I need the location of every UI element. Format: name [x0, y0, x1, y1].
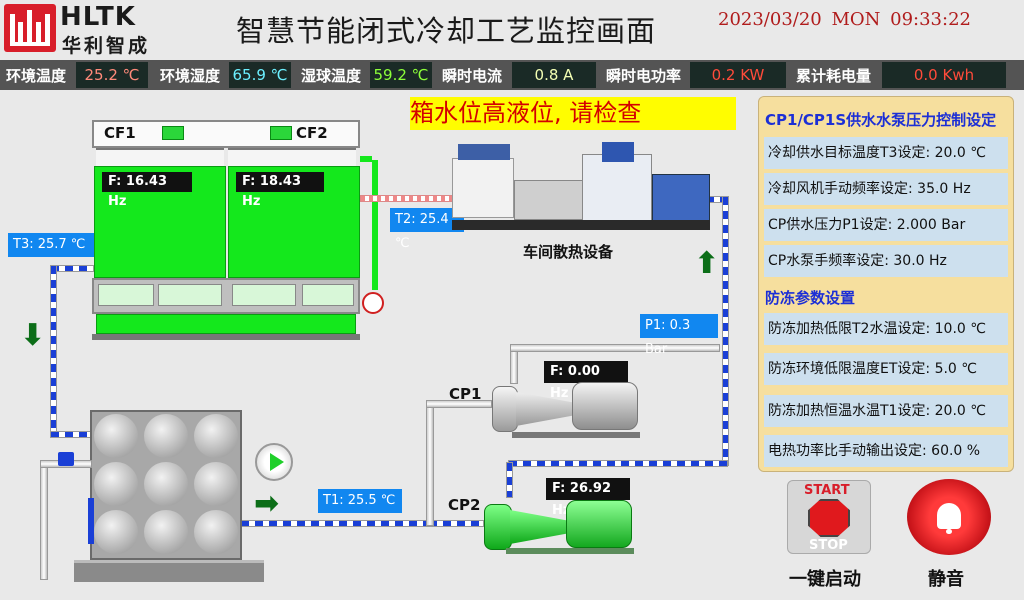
- mute-button[interactable]: [907, 479, 991, 555]
- start-text: START: [804, 483, 850, 498]
- energy-label: 累计耗电量: [796, 67, 872, 85]
- energy-value: 0.0 Kwh: [882, 62, 1006, 88]
- logo-subtext: 华利智成: [62, 35, 151, 57]
- equipment-label: 车间散热设备: [523, 243, 614, 261]
- cf2-label: CF2: [296, 124, 328, 142]
- cf1-frequency: F: 16.43 Hz: [102, 172, 192, 209]
- stop-text: STOP: [809, 538, 848, 553]
- current-value: 0.8 A: [512, 62, 596, 88]
- t3-temperature: T3: 25.7 ℃: [8, 233, 94, 257]
- start-button-label: 一键启动: [789, 569, 861, 590]
- pump-cp1: [492, 378, 642, 440]
- parameter-panel: CP1/CP1S供水水泵压力控制设定 冷却供水目标温度T3设定: 20.0 ℃ …: [758, 96, 1014, 472]
- pipe-segment: [508, 460, 728, 467]
- alarm-banner: 箱水位高液位, 请检查: [410, 97, 736, 130]
- cp2-frequency: F: 26.92 Hz: [546, 478, 630, 518]
- panel-header-antifreeze: 防冻参数设置: [765, 289, 856, 307]
- bell-icon: [937, 503, 961, 529]
- pipe-segment: [506, 462, 513, 498]
- fan-icon: [270, 126, 292, 140]
- pipe-segment: [428, 520, 484, 527]
- cf2-frequency: F: 18.43 Hz: [236, 172, 324, 209]
- pipe-segment: [360, 195, 460, 202]
- valve-icon: [58, 452, 74, 466]
- t2-temperature: T2: 25.4 ℃: [390, 208, 464, 251]
- stop-octagon-icon: [808, 499, 850, 537]
- start-stop-button[interactable]: START STOP: [787, 480, 871, 554]
- pipe-segment: [240, 520, 430, 527]
- setting-cooling-target-temp[interactable]: 冷却供水目标温度T3设定: 20.0 ℃: [764, 137, 1008, 169]
- ambient-humidity-label: 环境湿度: [160, 67, 221, 85]
- play-icon: [270, 453, 284, 471]
- setting-antifreeze-ambient-et[interactable]: 防冻环境低限温度ET设定: 5.0 ℃: [764, 353, 1008, 385]
- wet-bulb-label: 湿球温度: [301, 67, 362, 85]
- pipe-segment: [50, 265, 57, 437]
- datetime: 2023/03/20 MON 09:33:22: [718, 9, 971, 30]
- setting-fan-frequency[interactable]: 冷却风机手动频率设定: 35.0 Hz: [764, 173, 1008, 205]
- play-button[interactable]: [255, 443, 293, 481]
- logo-icon: [4, 4, 56, 52]
- setting-pump-frequency[interactable]: CP水泵手频率设定: 30.0 Hz: [764, 245, 1008, 277]
- flow-down-arrow-icon: ⬇: [20, 318, 46, 353]
- page-title: 智慧节能闭式冷却工艺监控画面: [236, 14, 657, 48]
- flow-up-arrow-icon: ⬆: [694, 246, 720, 281]
- power-value: 0.2 KW: [690, 62, 786, 88]
- pump-cp2: [484, 494, 636, 556]
- cp2-label: CP2: [448, 496, 481, 514]
- status-strip: 环境温度 25.2 ℃ 环境湿度 65.9 ℃ 湿球温度 59.2 ℃ 瞬时电流…: [0, 60, 1024, 90]
- water-tank: [88, 410, 242, 560]
- header: HLTK 华利智成 智慧节能闭式冷却工艺监控画面 2023/03/20 MON …: [0, 0, 1024, 60]
- ambient-temp-value: 25.2 ℃: [76, 62, 148, 88]
- flow-right-arrow-icon: ➡: [254, 486, 280, 521]
- ambient-humidity-value: 65.9 ℃: [229, 62, 291, 88]
- t1-temperature: T1: 25.5 ℃: [318, 489, 402, 513]
- wet-bulb-value: 59.2 ℃: [370, 62, 432, 88]
- workshop-equipment: [452, 138, 710, 230]
- setting-supply-pressure[interactable]: CP供水压力P1设定: 2.000 Bar: [764, 209, 1008, 241]
- power-label: 瞬时电功率: [606, 67, 682, 85]
- cp1-label: CP1: [449, 385, 482, 403]
- cf1-label: CF1: [104, 124, 136, 142]
- logo-text: HLTK: [60, 2, 136, 32]
- current-label: 瞬时电流: [442, 67, 503, 85]
- mute-button-label: 静音: [928, 569, 964, 590]
- setting-antifreeze-t1[interactable]: 防冻加热恒温水温T1设定: 20.0 ℃: [764, 395, 1008, 427]
- panel-header-pressure: CP1/CP1S供水水泵压力控制设定: [765, 111, 997, 129]
- cp1-frequency: F: 0.00 Hz: [544, 361, 628, 401]
- setting-antifreeze-low-t2[interactable]: 防冻加热低限T2水温设定: 10.0 ℃: [764, 313, 1008, 345]
- setting-heater-output[interactable]: 电热功率比手动输出设定: 60.0 %: [764, 435, 1008, 467]
- pipe-segment: [722, 196, 729, 466]
- p1-pressure: P1: 0.3 Bar: [640, 314, 718, 357]
- ambient-temp-label: 环境温度: [6, 67, 67, 85]
- fan-icon: [162, 126, 184, 140]
- cooling-tower: CF1 CF2 F: 16.43 Hz F: 18.43 Hz: [92, 120, 384, 340]
- circulation-pump-icon: [362, 292, 384, 314]
